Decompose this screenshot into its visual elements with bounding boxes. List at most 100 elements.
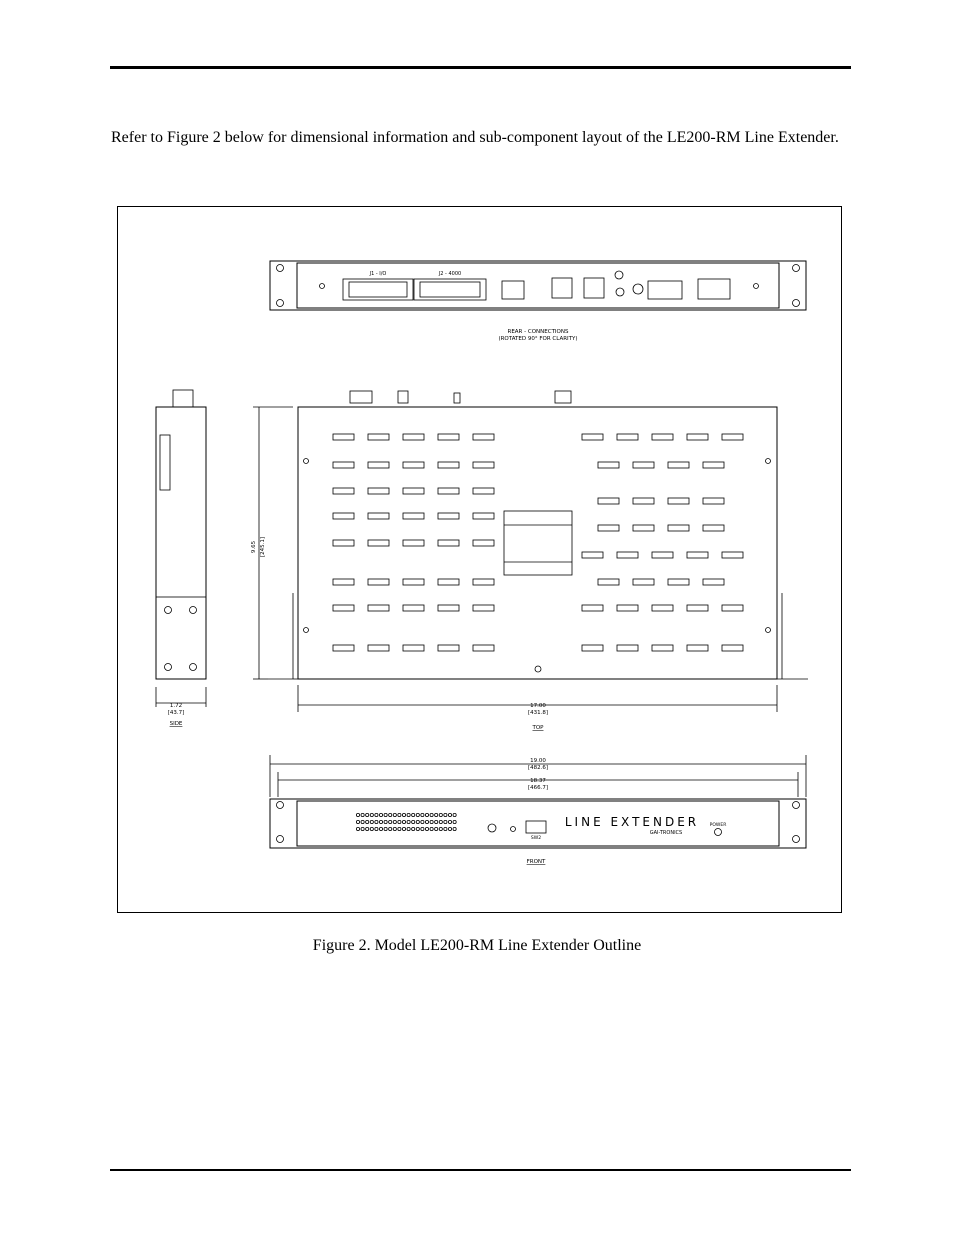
component [332,578,355,586]
led-indicator [411,813,416,818]
led-indicator [392,813,397,818]
front-overall-width-mm: [482.6] [528,765,548,771]
led-indicator [411,820,416,825]
led-indicator [378,827,383,832]
led-indicator [374,827,379,832]
component [721,433,744,441]
top-depth-dim-mm: [245.1] [260,537,266,557]
component [437,487,460,495]
connector-round [614,270,624,280]
led-indicator [438,820,443,825]
component [632,578,655,586]
top-screw [765,627,771,633]
component [402,512,425,520]
led-indicator [360,827,365,832]
front-mount-width: 18.37 [530,778,546,784]
led-indicator [388,827,393,832]
rj-jack [583,277,605,299]
front-mount-hole [276,801,284,809]
led-indicator [369,820,374,825]
component [632,461,655,469]
led-indicator [406,827,411,832]
component [367,604,390,612]
led-indicator [420,813,425,818]
led-indicator [434,820,439,825]
led-indicator [397,813,402,818]
component [437,644,460,652]
led-indicator [392,820,397,825]
ground-lug [615,287,625,297]
side-screw [164,606,172,614]
component [721,604,744,612]
component [367,578,390,586]
terminal-block [647,280,683,300]
component [597,497,620,505]
left-component-grid [332,433,495,652]
led-indicator [424,813,429,818]
front-panel-inner [296,800,780,847]
top-screw [765,458,771,464]
component [597,461,620,469]
component [667,497,690,505]
led-indicator [401,820,406,825]
component [402,433,425,441]
led-indicator [452,827,457,832]
led-indicator [378,813,383,818]
rear-label-line2: (ROTATED 90° FOR CLARITY) [498,336,577,342]
led-indicator [365,820,370,825]
component [581,551,604,559]
j2-connector-shell [419,281,481,298]
component [616,644,639,652]
top-connector [397,390,409,404]
led-indicator [438,827,443,832]
led-indicator [429,827,434,832]
component [332,539,355,547]
led-indicator [420,827,425,832]
led-indicator [355,820,360,825]
component [437,604,460,612]
top-connector [453,392,461,404]
component [402,487,425,495]
side-label-slot [159,434,171,491]
component [402,578,425,586]
top-screw [303,627,309,633]
rear-screw [753,283,759,289]
led-indicator [388,813,393,818]
top-connector [349,390,373,404]
component [667,461,690,469]
led-indicator [355,813,360,818]
component [402,644,425,652]
led-indicator [434,813,439,818]
rear-view: J1 - I/O J2 - 4000 REAR - CONNECTIONS (R… [269,260,807,342]
side-screw [189,663,197,671]
rear-panel-inner [296,262,780,309]
component [472,512,495,520]
component [367,487,390,495]
component [721,644,744,652]
led-indicator [374,820,379,825]
rear-screw [319,283,325,289]
component [597,524,620,532]
rear-mount-hole [792,299,800,307]
led-indicator [383,820,388,825]
component [616,551,639,559]
led-indicator [397,827,402,832]
j2-connector [413,278,487,301]
led-indicator-grid [355,813,457,832]
led-indicator [411,827,416,832]
top-width-dim-mm: [431.8] [528,710,548,716]
led-indicator [415,813,420,818]
front-view-label: FRONT [527,859,546,865]
side-height-dim-mm: [43.7] [168,710,185,716]
component [472,461,495,469]
component [702,524,725,532]
led-indicator [452,820,457,825]
front-mount-hole [792,801,800,809]
component [721,551,744,559]
side-view-label: SIDE [170,721,183,727]
component [472,433,495,441]
component [702,497,725,505]
led-indicator [369,813,374,818]
led-indicator [415,820,420,825]
led-indicator [388,820,393,825]
